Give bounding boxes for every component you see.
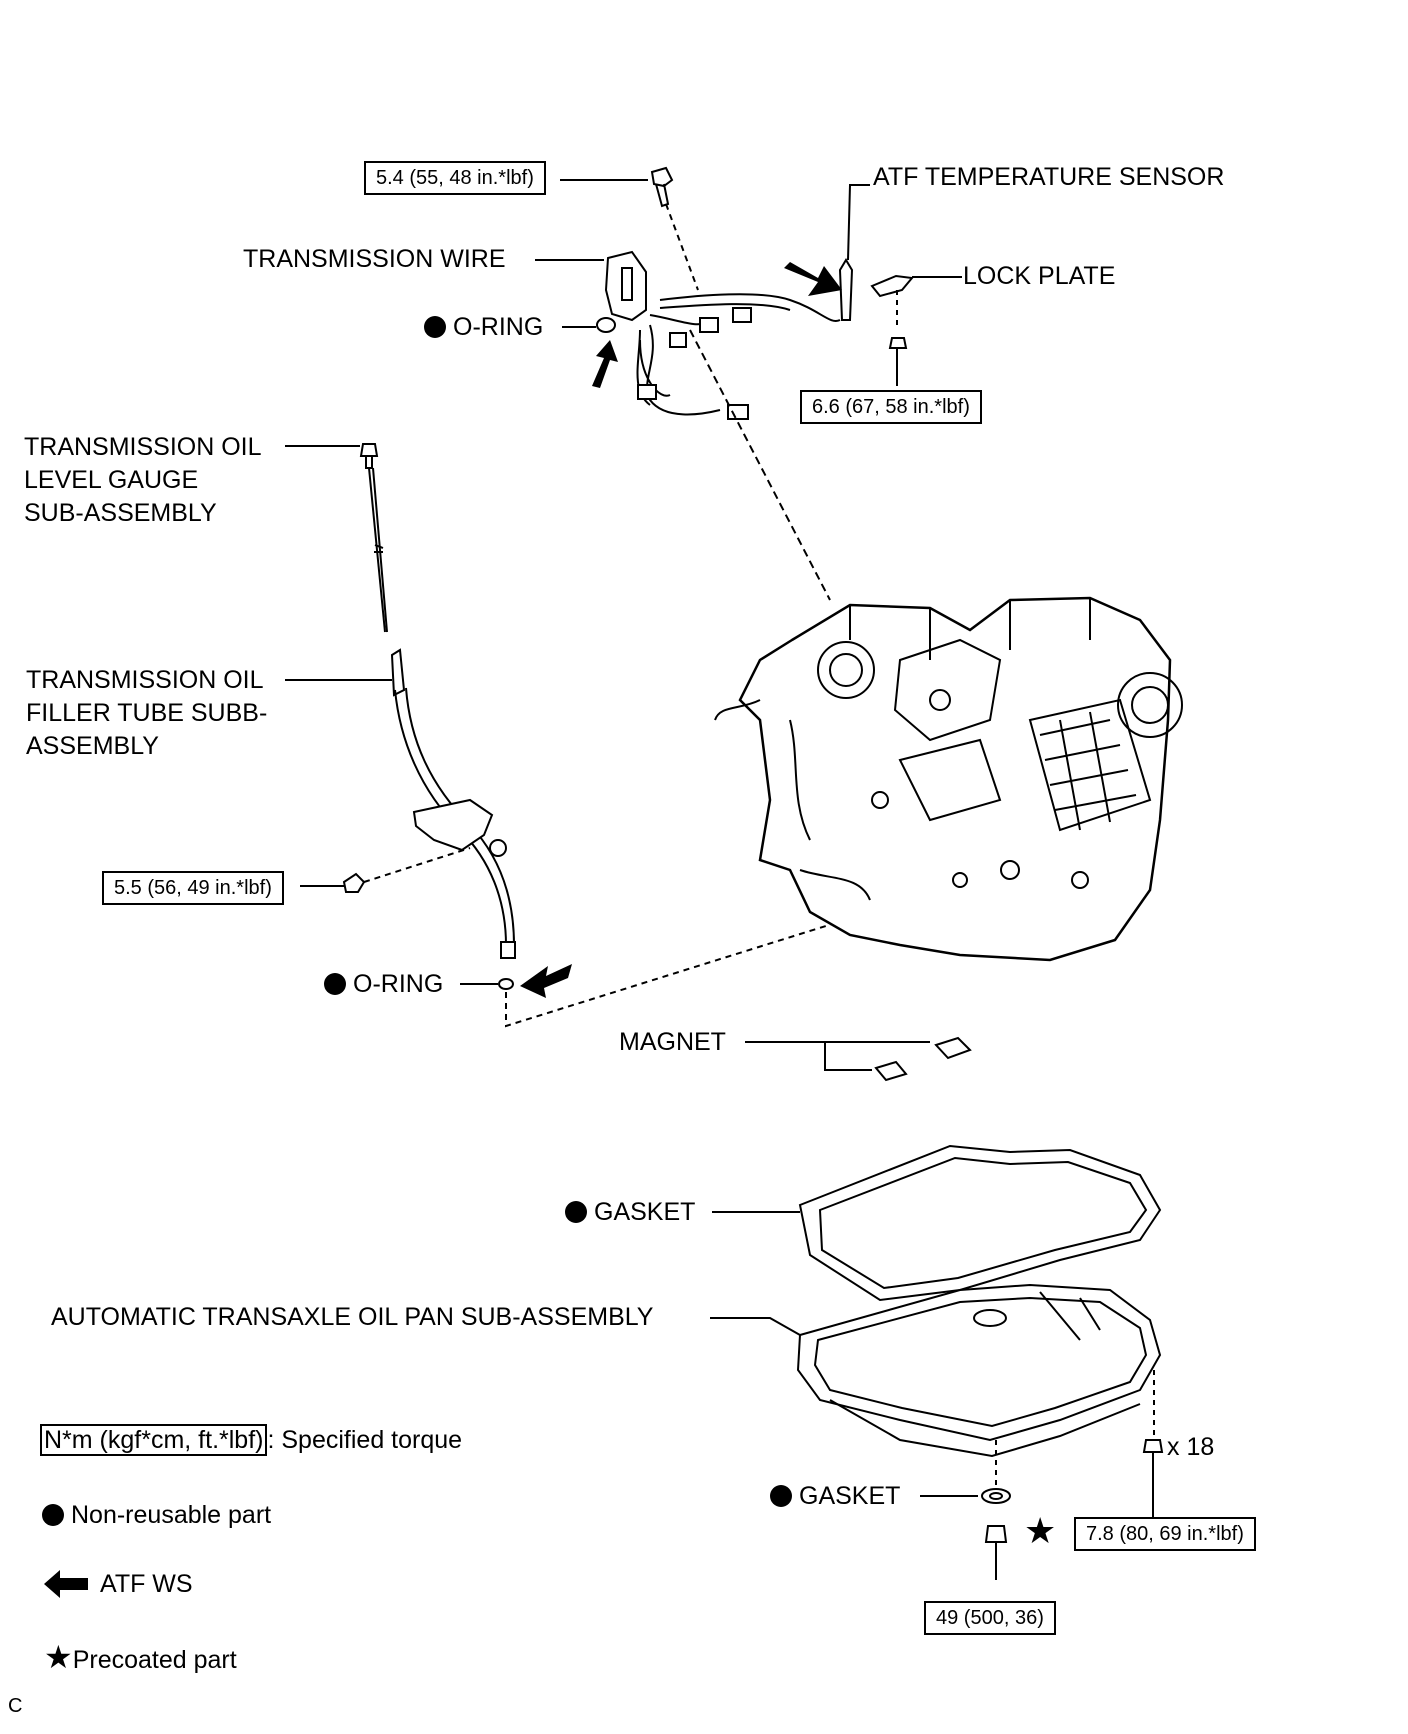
o-ring-upper-text: O-RING [453, 313, 544, 341]
non-reusable-mark [324, 973, 346, 995]
torque-sensor-bolt: 6.6 (67, 58 in.*lbf) [800, 390, 982, 424]
torque-pan-bolts: 7.8 (80, 69 in.*lbf) [1074, 1517, 1256, 1551]
wire-bolt-drawing [560, 166, 699, 291]
non-reusable-icon [42, 1504, 64, 1526]
pan-gasket-drawing [712, 1144, 1162, 1302]
label-gasket-drain: GASKET [770, 1480, 900, 1513]
legend-torque-desc: : Specified torque [267, 1426, 463, 1454]
star-icon: ★ [44, 1639, 73, 1675]
label-filler-tube-3: ASSEMBLY [26, 732, 159, 760]
o-ring-lower-drawing [498, 978, 514, 990]
magnets-drawing [745, 1036, 972, 1082]
filler-tube-bolt-drawing [300, 847, 471, 893]
non-reusable-mark [770, 1485, 792, 1507]
legend-non-reusable-text: Non-reusable part [71, 1501, 272, 1529]
legend-torque: N*m (kgf*cm, ft.*lbf): Specified torque [40, 1424, 462, 1457]
label-oil-level-gauge-3: SUB-ASSEMBLY [24, 499, 217, 527]
oil-pan-drawing [710, 1283, 1162, 1458]
filler-tube-drawing [285, 648, 516, 959]
lock-plate-drawing [870, 274, 962, 386]
drain-plug-drawing [920, 1440, 1011, 1580]
legend-torque-box: N*m (kgf*cm, ft.*lbf) [40, 1424, 268, 1456]
torque-filler-tube-bolt: 5.5 (56, 49 in.*lbf) [102, 871, 284, 905]
atf-ws-arrow-icon [44, 1570, 88, 1598]
label-lock-plate: LOCK PLATE [963, 262, 1116, 290]
legend-atf-ws-text: ATF WS [100, 1570, 193, 1598]
o-ring-lower-text: O-RING [353, 970, 444, 998]
legend-atf-ws: ATF WS [44, 1568, 193, 1601]
legend-precoated-text: Precoated part [72, 1646, 237, 1674]
torque-drain-plug: 49 (500, 36) [924, 1601, 1056, 1635]
label-bolt-count: x 18 [1167, 1433, 1215, 1461]
non-reusable-mark [424, 316, 446, 338]
oil-level-gauge-drawing [285, 443, 388, 633]
label-filler-tube-1: TRANSMISSION OIL [26, 666, 264, 694]
pan-bolt-drawing [1142, 1370, 1164, 1520]
gasket-pan-text: GASKET [594, 1198, 696, 1226]
transaxle-drawing [714, 596, 1183, 962]
gasket-drain-text: GASKET [799, 1482, 901, 1510]
label-oil-level-gauge-1: TRANSMISSION OIL [24, 433, 262, 461]
label-o-ring-lower: O-RING [324, 968, 443, 1001]
legend-precoated: ★Precoated part [44, 1641, 237, 1677]
label-o-ring-upper: O-RING [424, 311, 543, 344]
non-reusable-mark [565, 1201, 587, 1223]
label-transmission-wire: TRANSMISSION WIRE [243, 245, 506, 273]
o-ring-upper-drawing [596, 317, 616, 333]
label-magnet: MAGNET [619, 1028, 726, 1056]
label-oil-pan: AUTOMATIC TRANSAXLE OIL PAN SUB-ASSEMBLY [51, 1303, 654, 1331]
legend-non-reusable: Non-reusable part [42, 1499, 271, 1532]
label-oil-level-gauge-2: LEVEL GAUGE [24, 466, 199, 494]
torque-wire-bolt: 5.4 (55, 48 in.*lbf) [364, 161, 546, 195]
transmission-wire-drawing [604, 184, 870, 420]
label-gasket-pan: GASKET [565, 1196, 695, 1229]
label-filler-tube-2: FILLER TUBE SUBB- [26, 699, 268, 727]
label-atf-temperature-sensor: ATF TEMPERATURE SENSOR [873, 163, 1225, 191]
atf-ws-arrows [520, 262, 842, 998]
corner-mark: C [8, 1695, 23, 1717]
precoated-star-pan: ★ [1024, 1510, 1057, 1551]
